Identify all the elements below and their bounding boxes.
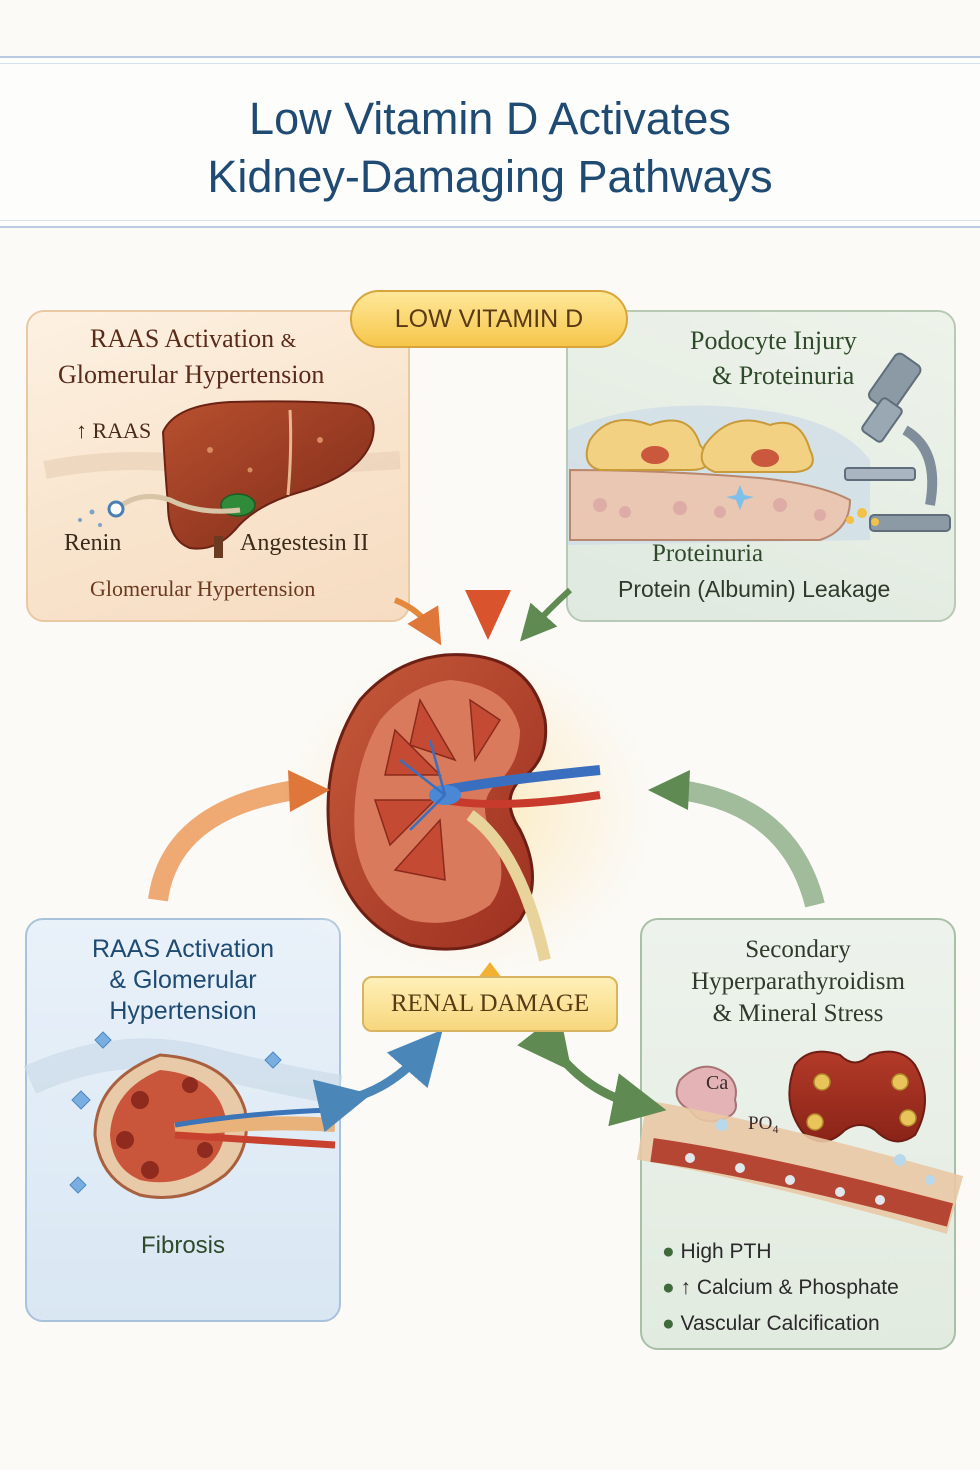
bullet-dot-icon: ● xyxy=(662,1276,681,1299)
fibrosis-label: Fibrosis xyxy=(140,1232,225,1259)
bullet-text: ↑ Calcium & Phosphate xyxy=(680,1276,899,1299)
tl-heading-line2: Glomerular Hypertension xyxy=(58,360,325,389)
bullet-dot-icon: ● xyxy=(662,1240,681,1263)
mineral-stress-illustration xyxy=(636,1050,964,1234)
arrow-podocyte-to-kidney xyxy=(520,587,573,642)
tl-heading-line1: RAAS Activation & xyxy=(90,324,296,354)
proteinuria-label: Proteinuria xyxy=(652,540,764,567)
arrow-right-loop xyxy=(678,780,825,908)
calcium-label: Ca xyxy=(706,1072,729,1094)
arrow-raas-to-kidney xyxy=(393,597,442,646)
renin-label: Renin xyxy=(64,530,122,556)
br-heading-line3: & Mineral Stress xyxy=(712,1000,884,1027)
liver-illustration xyxy=(43,400,401,558)
arrow-vitd-head xyxy=(465,590,511,640)
br-heading-line2: Hyperparathyroidism xyxy=(691,968,905,995)
bullet-calcium-phosphate: ● ↑ Calcium & Phosphate xyxy=(662,1270,899,1306)
albumin-leakage-label: Protein (Albumin) Leakage xyxy=(618,576,891,602)
tl-footer: Glomerular Hypertension xyxy=(90,576,316,601)
central-kidney xyxy=(326,653,601,962)
title-band xyxy=(0,56,980,228)
bullet-text: High PTH xyxy=(680,1240,772,1263)
bl-heading-line3: Hypertension xyxy=(109,997,257,1025)
tr-heading-line2: & Proteinuria xyxy=(712,361,855,390)
renal-damage-label: RENAL DAMAGE xyxy=(362,976,618,1032)
phosphate-label: PO₄ xyxy=(748,1113,779,1134)
tl-heading-text: RAAS Activation xyxy=(90,324,275,353)
br-bullet-list: ● High PTH ● ↑ Calcium & Phosphate ● Vas… xyxy=(662,1234,899,1342)
arrows xyxy=(148,360,825,1133)
raas-label: ↑ RAAS xyxy=(76,418,152,443)
bullet-high-pth: ● High PTH xyxy=(662,1234,899,1270)
bullet-text: Vascular Calcification xyxy=(680,1312,880,1335)
br-heading: Secondary Hyperparathyroidism & Mineral … xyxy=(640,934,956,1030)
low-vitamin-d-label: LOW VITAMIN D xyxy=(350,290,628,348)
arrow-bidir-blue xyxy=(312,1029,443,1133)
page-title: Low Vitamin D Activates Kidney-Damaging … xyxy=(0,90,980,206)
bullet-vascular-calcification: ● Vascular Calcification xyxy=(662,1306,899,1342)
tr-heading-line1: Podocyte Injury xyxy=(690,326,857,355)
arrow-bidir-green xyxy=(517,1012,667,1127)
tl-heading-amp: & xyxy=(280,330,297,352)
br-heading-line1: Secondary xyxy=(745,936,851,963)
podocyte-illustration xyxy=(568,352,951,545)
bullet-dot-icon: ● xyxy=(662,1312,681,1335)
bl-heading: RAAS Activation & Glomerular Hypertensio… xyxy=(25,934,341,1027)
bl-heading-line2: & Glomerular xyxy=(109,966,257,994)
bl-heading-line1: RAAS Activation xyxy=(91,935,275,963)
title-line-1: Low Vitamin D Activates xyxy=(249,93,731,144)
arrow-left-loop xyxy=(148,780,297,902)
angiotensin-label: Angestesin II xyxy=(240,530,369,556)
fibrosis-kidney-illustration xyxy=(23,1031,343,1199)
title-line-2: Kidney-Damaging Pathways xyxy=(207,151,773,202)
